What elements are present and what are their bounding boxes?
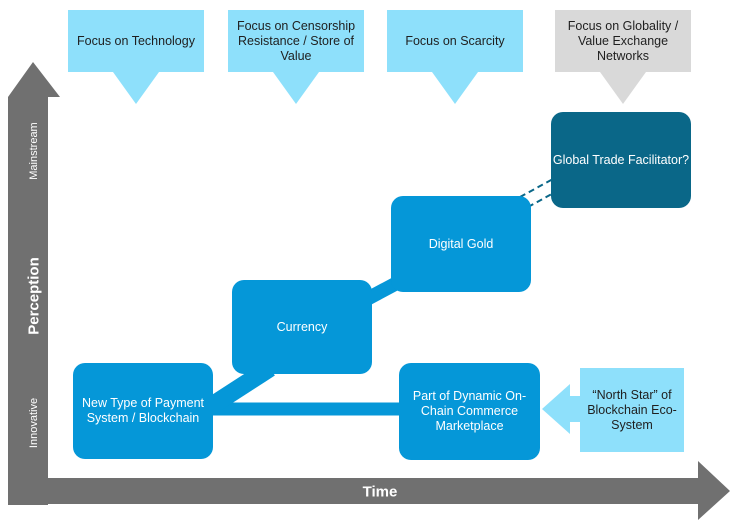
- focus-label: Focus on Globality / Value Exchange Netw…: [555, 10, 691, 72]
- focus-label: Focus on Technology: [68, 10, 204, 72]
- down-arrow-icon: [600, 72, 646, 104]
- down-arrow-icon: [113, 72, 159, 104]
- focus-label: Focus on Scarcity: [387, 10, 523, 72]
- down-arrow-icon: [432, 72, 478, 104]
- axis-label-innovative: Innovative: [28, 397, 40, 449]
- node-global-trade: Global Trade Facilitator?: [551, 112, 691, 208]
- axis-label-time: Time: [362, 483, 398, 501]
- focus-label: Focus on Censorship Resistance / Store o…: [228, 10, 364, 72]
- down-arrow-icon: [273, 72, 319, 104]
- connector-gold-trade-dashed-1: [519, 178, 554, 198]
- node-currency: Currency: [232, 280, 372, 374]
- node-north-star: “North Star” of Blockchain Eco-System: [580, 368, 684, 452]
- axis-label-mainstream: Mainstream: [28, 122, 40, 180]
- x-axis-arrow: [8, 461, 730, 520]
- node-payment-system: New Type of Payment System / Blockchain: [73, 363, 213, 459]
- axis-label-perception: Perception: [25, 257, 43, 335]
- node-on-chain-commerce: Part of Dynamic On-Chain Commerce Market…: [399, 363, 540, 460]
- node-digital-gold: Digital Gold: [391, 196, 531, 292]
- left-arrow-icon: [542, 384, 582, 434]
- y-axis-arrow: [8, 62, 60, 505]
- connector-payment-currency: [200, 360, 275, 418]
